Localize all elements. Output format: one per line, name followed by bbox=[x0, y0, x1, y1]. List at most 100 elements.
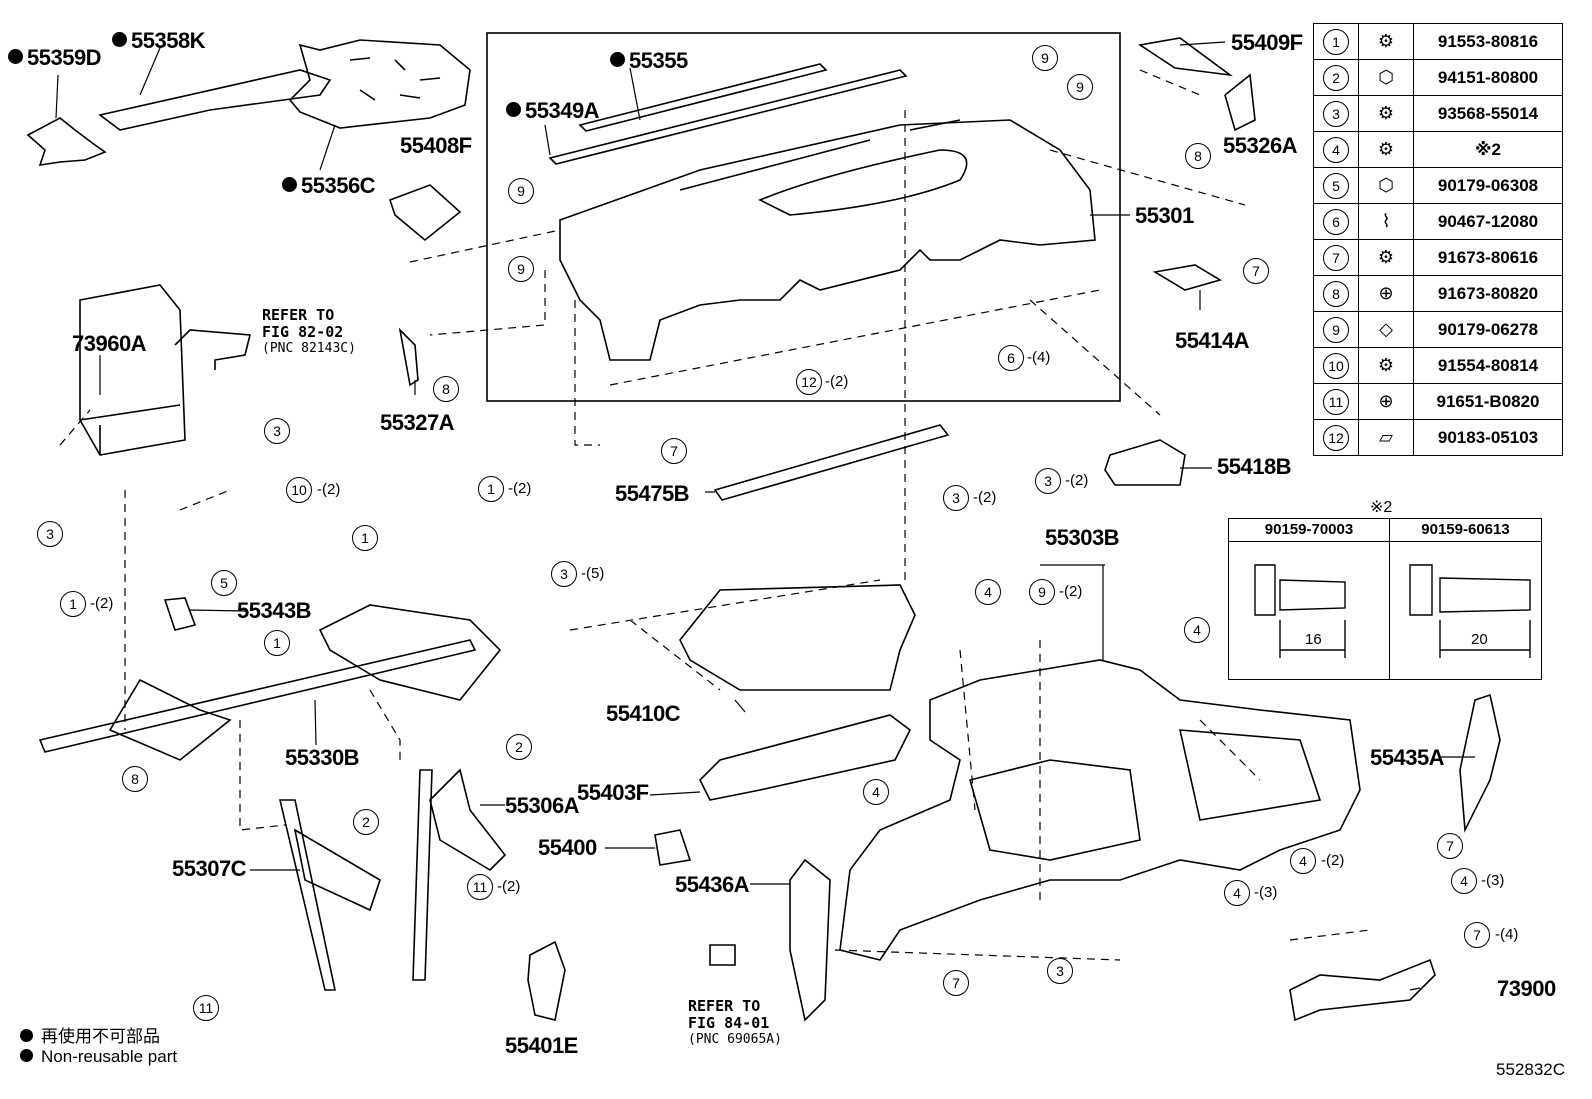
note2-bolt-drawings bbox=[1254, 564, 1531, 658]
reference-note-84-01: REFER TO FIG 84-01 (PNC 69065A) bbox=[688, 997, 782, 1047]
label-55401E: 55401E bbox=[505, 1033, 578, 1058]
note2-box: 90159-70003 90159-60613 16 20 bbox=[1228, 518, 1542, 680]
callout-7: 7 bbox=[1464, 922, 1490, 948]
parts-table-row: 10⚙91554-80814 bbox=[1313, 347, 1563, 384]
callout-9: 9 bbox=[1032, 45, 1058, 71]
row-number: 1 bbox=[1323, 28, 1349, 55]
row-number: 2 bbox=[1323, 64, 1349, 91]
part-55330B-shape bbox=[38, 639, 477, 753]
label-55306A: 55306A bbox=[505, 793, 580, 818]
part-55359D-shape bbox=[26, 117, 107, 166]
row-number: 3 bbox=[1323, 100, 1349, 127]
part-55408F-shape bbox=[388, 184, 462, 242]
label-55403F: 55403F bbox=[577, 780, 649, 805]
label-55414A: 55414A bbox=[1175, 328, 1250, 353]
row-number: 11 bbox=[1323, 388, 1349, 415]
callout-7-qty: -(4) bbox=[1495, 926, 1519, 943]
note2-left-part-number: 90159-70003 bbox=[1229, 519, 1390, 542]
part-55349A-shape bbox=[548, 69, 908, 165]
callout-4: 4 bbox=[975, 579, 1001, 605]
callout-10-qty: -(2) bbox=[317, 481, 341, 498]
callout-4-qty: -(2) bbox=[1321, 852, 1345, 869]
row-number: 10 bbox=[1323, 352, 1349, 379]
callout-1: 1 bbox=[264, 630, 290, 656]
parts-table-row: 4⚙※2 bbox=[1313, 131, 1563, 168]
callout-4-qty: -(3) bbox=[1481, 872, 1505, 889]
part-55414A-shape bbox=[1152, 264, 1222, 291]
bolt-washer-icon: ⚙ bbox=[1377, 139, 1395, 159]
part-55418B-shape bbox=[1104, 439, 1186, 486]
bolt-washer-icon: ⚙ bbox=[1377, 31, 1395, 51]
callout-11-qty: -(2) bbox=[497, 878, 521, 895]
callout-7: 7 bbox=[943, 970, 969, 996]
callout-7: 7 bbox=[661, 438, 687, 464]
legend-non-reusable-en: Non-reusable part bbox=[20, 1047, 177, 1067]
part-55358K-shape bbox=[98, 69, 332, 131]
label-55326A: 55326A bbox=[1223, 133, 1298, 158]
callout-4: 4 bbox=[1184, 617, 1210, 643]
clip-icon: ⌇ bbox=[1381, 211, 1391, 231]
row-part-number: 91554-80814 bbox=[1437, 355, 1539, 375]
part-55401E-shape bbox=[527, 940, 566, 1021]
callout-1-qty: -(2) bbox=[508, 480, 532, 497]
bolt-icon: ⊕ bbox=[1378, 283, 1394, 303]
label-55410C: 55410C bbox=[606, 701, 681, 726]
callout-3: 3 bbox=[37, 521, 63, 547]
row-part-number: 91553-80816 bbox=[1437, 31, 1539, 51]
figure-code: 552832C bbox=[1496, 1060, 1566, 1079]
callout-3: 3 bbox=[264, 418, 290, 444]
callout-10: 10 bbox=[286, 477, 312, 503]
parts-table-row: 6⌇90467-12080 bbox=[1313, 203, 1563, 240]
callout-1: 1 bbox=[60, 591, 86, 617]
row-number: 12 bbox=[1323, 424, 1349, 451]
note2-mark: ※2 bbox=[1370, 499, 1393, 516]
callout-4: 4 bbox=[1290, 848, 1316, 874]
bolt-icon: ⊕ bbox=[1378, 391, 1394, 411]
label-55330B: 55330B bbox=[285, 745, 360, 770]
parts-table-row: 12▱90183-05103 bbox=[1313, 419, 1563, 456]
part-55356C-shape bbox=[288, 39, 471, 129]
part-55326A-shape bbox=[1224, 73, 1256, 132]
label-73900: 73900 bbox=[1497, 976, 1556, 1001]
part-55343B-shape bbox=[163, 597, 197, 631]
row-number: 4 bbox=[1323, 136, 1349, 163]
label-55327A: 55327A bbox=[380, 410, 455, 435]
label-55303B: 55303B bbox=[1045, 525, 1120, 550]
callout-3: 3 bbox=[551, 561, 577, 587]
label-55356C: 55356C bbox=[282, 175, 376, 197]
callout-1-qty: -(2) bbox=[90, 595, 114, 612]
callout-6: 6 bbox=[998, 345, 1024, 371]
label-73960A: 73960A bbox=[72, 331, 147, 356]
callout-3-qty: -(2) bbox=[973, 489, 997, 506]
row-number: 7 bbox=[1323, 244, 1349, 271]
label-55436A: 55436A bbox=[675, 872, 750, 897]
reference-note-82-02: REFER TO FIG 82-02 (PNC 82143C) bbox=[262, 306, 356, 356]
row-part-number: 94151-80800 bbox=[1437, 67, 1539, 87]
callout-3: 3 bbox=[1035, 468, 1061, 494]
bolt-washer-icon: ⚙ bbox=[1377, 103, 1395, 123]
part-55303B-shape bbox=[839, 659, 1361, 961]
note2-left-length: 16 bbox=[1305, 631, 1322, 648]
square-nut-icon: ◇ bbox=[1379, 319, 1393, 339]
callout-6-qty: -(4) bbox=[1027, 349, 1051, 366]
callout-9: 9 bbox=[508, 256, 534, 282]
label-55418B: 55418B bbox=[1217, 454, 1292, 479]
part-55327A-shape bbox=[398, 327, 419, 387]
part-55410C-shape bbox=[679, 584, 916, 691]
part-55435A-shape bbox=[1459, 693, 1501, 833]
pad-assembly-frame bbox=[486, 32, 1121, 402]
part-55436A-shape bbox=[789, 858, 831, 1022]
row-part-number: 90183-05103 bbox=[1437, 427, 1539, 447]
callout-12-qty: -(2) bbox=[825, 373, 849, 390]
callout-3: 3 bbox=[943, 485, 969, 511]
row-part-number: 91651-B0820 bbox=[1436, 391, 1540, 411]
parts-table-row: 2⬡94151-80800 bbox=[1313, 59, 1563, 96]
callout-1: 1 bbox=[352, 525, 378, 551]
part-55301-shape bbox=[559, 119, 1096, 361]
part-55409F-shape bbox=[1137, 37, 1233, 77]
callout-9: 9 bbox=[508, 178, 534, 204]
callout-8: 8 bbox=[1185, 143, 1211, 169]
row-number: 9 bbox=[1323, 316, 1349, 343]
callout-3: 3 bbox=[1047, 958, 1073, 984]
